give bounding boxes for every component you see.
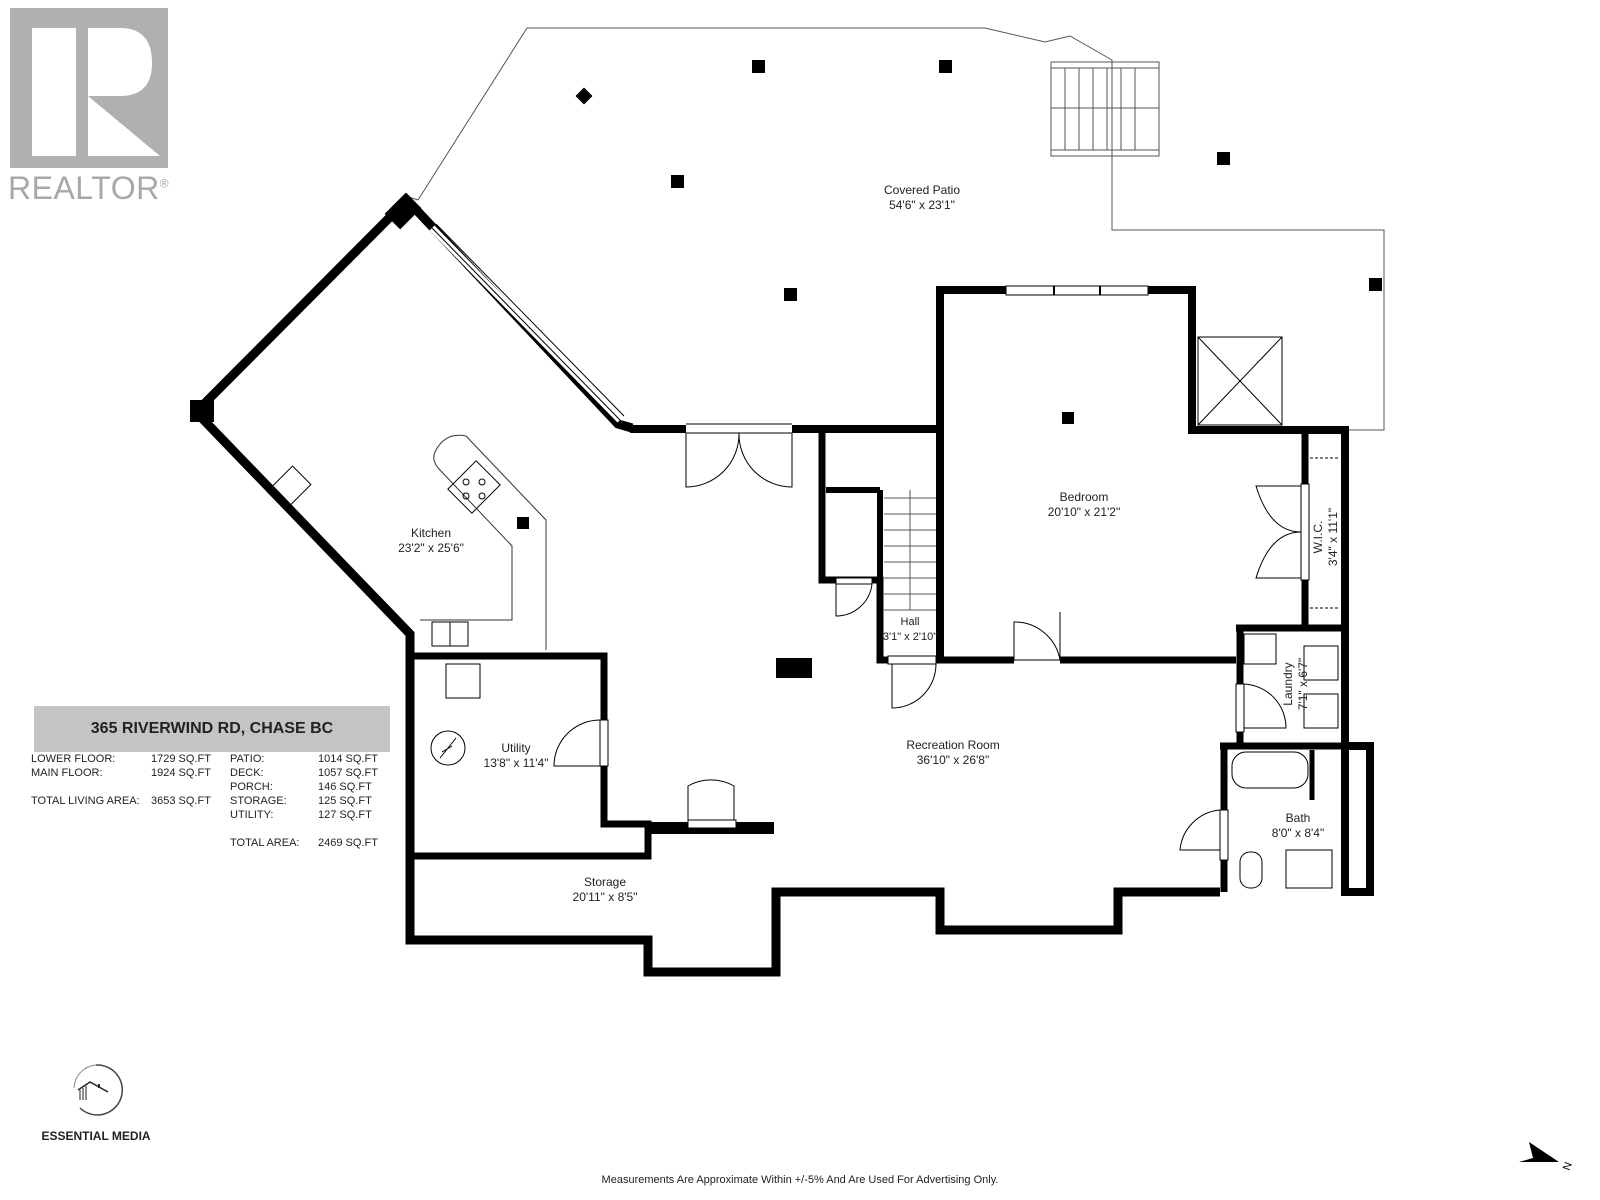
- room-storage: Storage 20'11" x 8'5": [572, 875, 638, 904]
- room-kitchen: Kitchen 23'2" x 25'6": [398, 526, 464, 555]
- realtor-r-icon: [10, 8, 168, 168]
- posts: [517, 60, 1382, 678]
- french-door-opening: [686, 424, 792, 433]
- wall-corner: [190, 400, 214, 422]
- door-swing: [738, 432, 793, 488]
- svg-text:N: N: [1561, 1161, 1575, 1173]
- living-area-stats: LOWER FLOOR:1729 SQ.FT MAIN FLOOR:1924 S…: [31, 752, 231, 808]
- north-arrow-icon: N: [1519, 1142, 1575, 1173]
- brand-name: ESSENTIAL MEDIA: [41, 1129, 151, 1143]
- electrical-panel-icon: [430, 730, 466, 766]
- room-bath: Bath 8'0" x 8'4": [1271, 811, 1325, 840]
- other-area-stats: PATIO:1014 SQ.FT DECK:1057 SQ.FT PORCH:1…: [230, 752, 398, 850]
- stat-row: PORCH:146 SQ.FT: [230, 781, 372, 793]
- stat-row: DECK:1057 SQ.FT: [230, 767, 378, 779]
- kitchen-wall: [189, 193, 1220, 977]
- stairs: [884, 490, 936, 611]
- address-text: 365 RIVERWIND RD, CHASE BC: [90, 720, 334, 737]
- north-arrow: N: [1515, 1128, 1585, 1183]
- stat-row: UTILITY:127 SQ.FT: [230, 809, 372, 821]
- toilet-icon: [1239, 851, 1263, 889]
- opening-box: [1197, 336, 1283, 426]
- room-covered-patio: Covered Patio 54'6" x 23'1": [883, 183, 961, 212]
- bathtub-icon: [1231, 751, 1309, 789]
- wall-corner: [384, 192, 422, 230]
- house-circle-icon: [73, 1064, 124, 1116]
- stat-row: LOWER FLOOR:1729 SQ.FT: [31, 753, 211, 765]
- water-heater-icon: [445, 663, 481, 699]
- cooktop-icon: [447, 460, 501, 514]
- stat-row: STORAGE:125 SQ.FT: [230, 795, 372, 807]
- patio-outline: [417, 27, 1385, 431]
- appliance-icon: [266, 465, 312, 511]
- room-laundry: Laundry 7'1" x 6'7": [1281, 657, 1310, 711]
- room-recreation: Recreation Room 36'10" x 26'8": [906, 738, 1000, 767]
- stat-row: MAIN FLOOR:1924 SQ.FT: [31, 767, 211, 779]
- essential-media-logo: ESSENTIAL MEDIA: [36, 1060, 156, 1143]
- stat-row: TOTAL LIVING AREA:3653 SQ.FT: [31, 795, 211, 807]
- room-bedroom: Bedroom 20'10" x 21'2": [1047, 490, 1121, 519]
- address-banner: 365 RIVERWIND RD, CHASE BC: [34, 706, 390, 752]
- sink-icon: [1285, 849, 1333, 889]
- disclaimer: Measurements Are Approximate Within +/-5…: [601, 1174, 999, 1186]
- realtor-wordmark: REALTOR: [8, 170, 160, 206]
- room-wic: W.I.C. 3'4" x 11'1": [1311, 507, 1340, 567]
- door-swing: [685, 432, 740, 488]
- realtor-logo: REALTOR®: [8, 8, 183, 207]
- room-hall: Hall 3'1" x 2'10": [882, 616, 938, 643]
- patio-stairs: [1050, 61, 1160, 157]
- room-utility: Utility 13'8" x 11'4": [483, 741, 549, 770]
- kitchen-island: [420, 434, 547, 650]
- stat-row: TOTAL AREA:2469 SQ.FT: [230, 837, 378, 849]
- stat-row: PATIO:1014 SQ.FT: [230, 753, 378, 765]
